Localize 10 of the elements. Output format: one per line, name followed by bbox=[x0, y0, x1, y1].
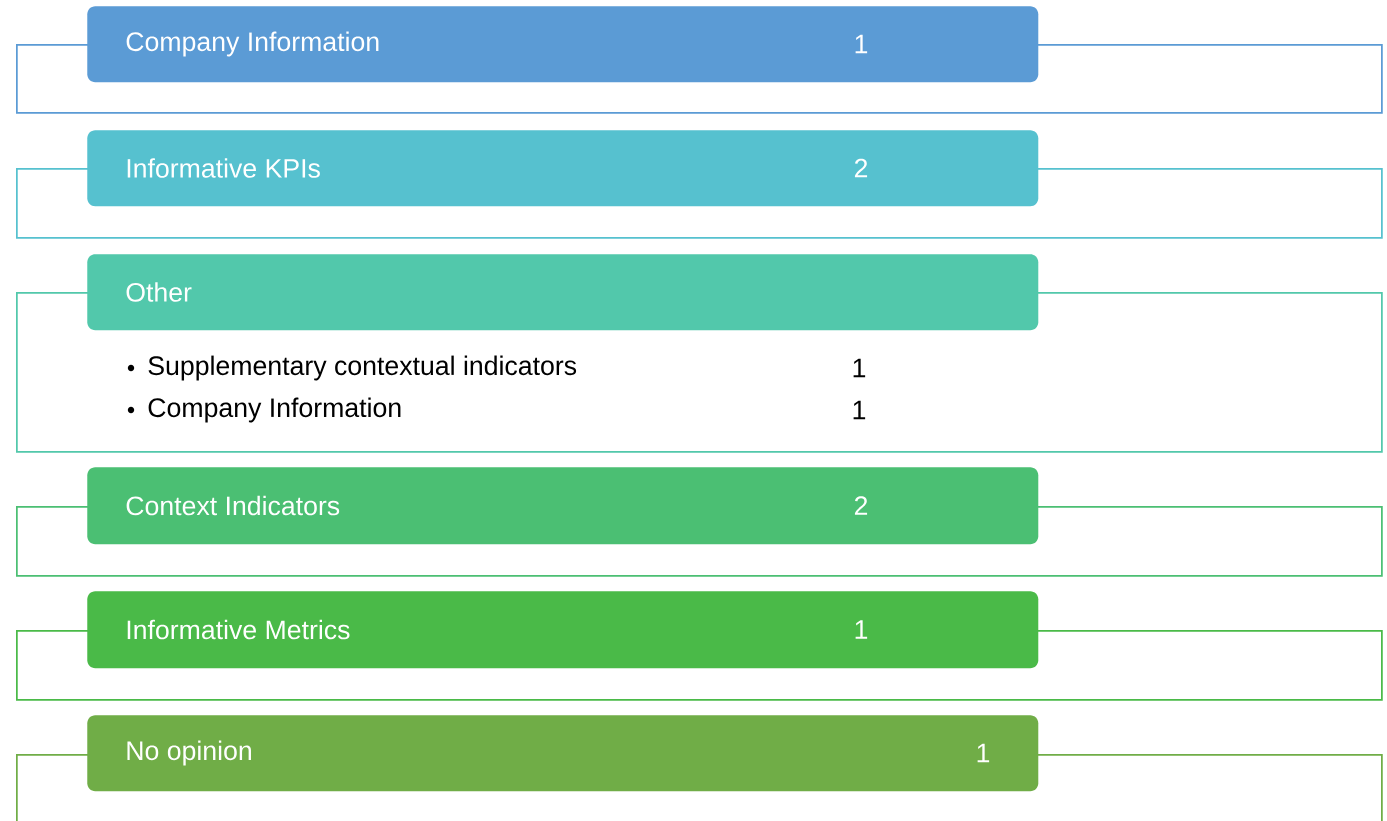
header-box: Company Information 1 bbox=[87, 6, 1039, 83]
header-box: No opinion 1 bbox=[87, 715, 1039, 792]
header-box: Informative Metrics 1 bbox=[87, 591, 1039, 669]
item-text: Supplementary contextual indicators bbox=[148, 355, 577, 381]
item-text: Company Information bbox=[148, 397, 401, 423]
item-count: 1 bbox=[853, 358, 866, 378]
item-count: 1 bbox=[853, 400, 866, 420]
header-box: Informative KPIs 2 bbox=[87, 130, 1039, 207]
header-box: Context Indicators 2 bbox=[87, 467, 1039, 545]
header-box: Other bbox=[87, 254, 1039, 331]
